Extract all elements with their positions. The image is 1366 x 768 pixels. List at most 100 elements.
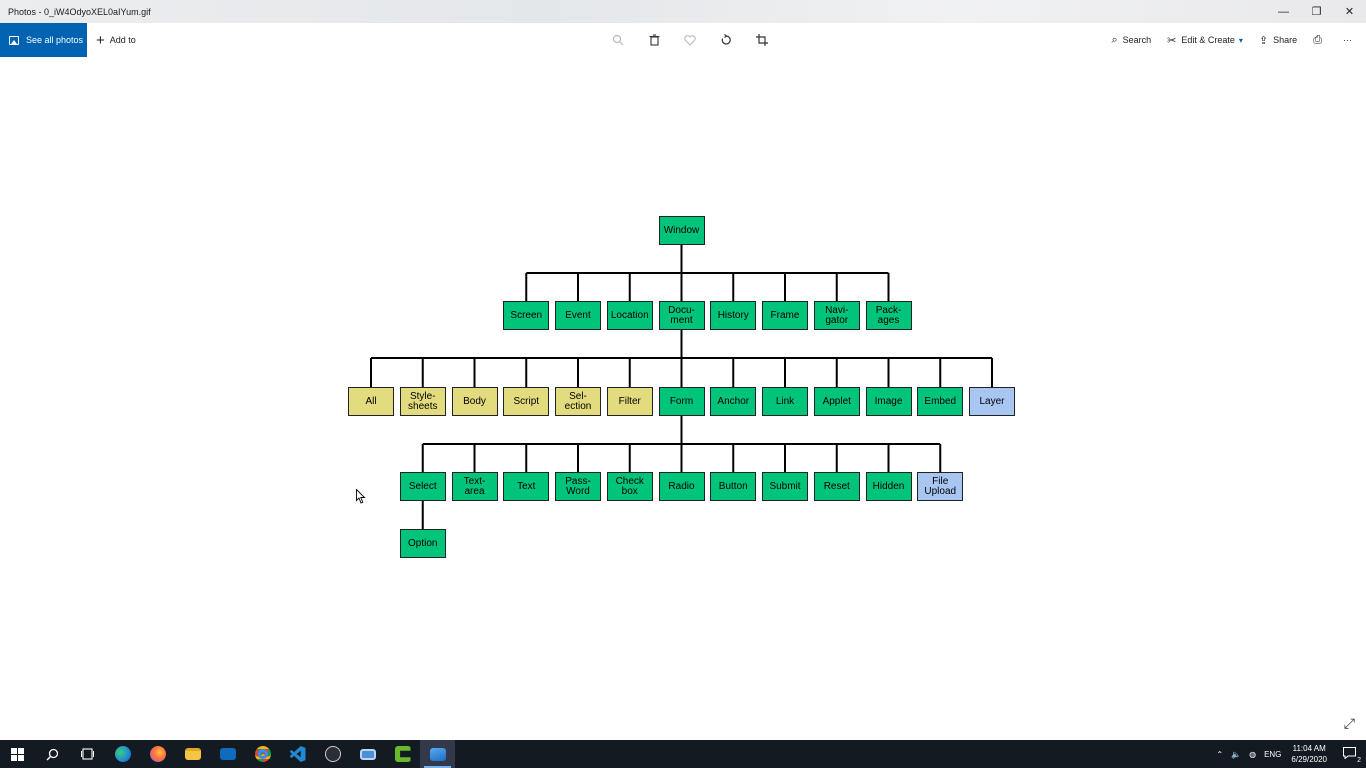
windows-logo-icon xyxy=(11,747,24,761)
image-tools xyxy=(600,23,780,57)
close-button[interactable]: ✕ xyxy=(1344,6,1355,18)
window-title: Photos - 0_iW4OdyoXEL0aIYum.gif xyxy=(8,6,151,17)
volume-icon[interactable]: 🔈 xyxy=(1231,749,1242,759)
node-selection: Sel- ection xyxy=(555,387,601,416)
vscode-button[interactable] xyxy=(280,740,315,768)
node-text: Text xyxy=(503,472,550,501)
search-button[interactable]: ⌕ Search xyxy=(1103,23,1159,57)
delete-icon[interactable] xyxy=(636,23,672,57)
node-form: Form xyxy=(658,387,705,416)
node-all: All xyxy=(348,387,394,416)
node-image: Image xyxy=(865,387,912,416)
start-button[interactable] xyxy=(0,740,35,768)
more-button[interactable]: ··· xyxy=(1335,23,1366,57)
zoom-icon[interactable] xyxy=(600,23,636,57)
share-icon: ⇪ xyxy=(1258,34,1269,47)
camtasia-button[interactable] xyxy=(385,740,420,768)
node-script: Script xyxy=(503,387,550,416)
node-embed: Embed xyxy=(917,387,964,416)
more-icon: ··· xyxy=(1343,35,1352,45)
node-radio: Radio xyxy=(658,472,705,501)
mail-button[interactable] xyxy=(210,740,245,768)
node-navigator: Navi- gator xyxy=(813,301,860,330)
crop-icon[interactable] xyxy=(744,23,780,57)
system-tray: ⌃ 🔈 ◍ ENG 11:04 AM 6/29/2020 2 xyxy=(1212,740,1366,768)
app-button[interactable] xyxy=(350,740,385,768)
chrome-icon xyxy=(254,746,271,762)
edge-button[interactable] xyxy=(105,740,140,768)
search-label: Search xyxy=(1122,35,1152,45)
search-icon: ⌕ xyxy=(1111,33,1118,46)
mail-icon xyxy=(219,748,236,760)
node-checkbox: Check box xyxy=(606,472,653,501)
node-body: Body xyxy=(451,387,498,416)
share-label: Share xyxy=(1273,35,1298,45)
node-textarea: Text- area xyxy=(451,472,498,501)
obs-button[interactable] xyxy=(315,740,350,768)
share-button[interactable]: ⇪ Share xyxy=(1251,23,1305,57)
photo-icon xyxy=(9,35,19,45)
connector-lines xyxy=(370,245,993,529)
node-link: Link xyxy=(762,387,808,416)
node-anchor: Anchor xyxy=(710,387,757,416)
heart-icon[interactable] xyxy=(672,23,708,57)
taskbar: ⌃ 🔈 ◍ ENG 11:04 AM 6/29/2020 2 xyxy=(0,740,1366,768)
node-frame: Frame xyxy=(762,301,808,330)
edge-icon xyxy=(114,746,131,762)
full-screen-icon[interactable]: ⤢ xyxy=(1343,715,1355,731)
obs-icon xyxy=(324,746,341,762)
right-tools: ⌕ Search ✂ Edit & Create ▾ ⇪ Share ⎙ ··· xyxy=(1103,23,1366,57)
taskbar-search-button[interactable] xyxy=(35,740,70,768)
window-controls: — ❐ ✕ xyxy=(1267,0,1366,23)
node-stylesheets: Style- sheets xyxy=(399,387,446,416)
restore-button[interactable]: ❐ xyxy=(1311,6,1322,18)
clock-date: 6/29/2020 xyxy=(1291,755,1327,764)
node-select: Select xyxy=(399,472,446,501)
node-packages: Pack- ages xyxy=(865,301,912,330)
chevron-up-icon[interactable]: ⌃ xyxy=(1216,749,1224,759)
see-all-photos-label: See all photos xyxy=(26,35,84,45)
photos-icon xyxy=(429,747,446,761)
add-to-button[interactable]: + Add to xyxy=(96,23,136,57)
vscode-icon xyxy=(289,746,306,762)
notification-count: 2 xyxy=(1357,757,1361,764)
node-document: Docu- ment xyxy=(658,301,705,330)
node-hidden: Hidden xyxy=(865,472,912,501)
chrome-button[interactable] xyxy=(245,740,280,768)
photos-button[interactable] xyxy=(420,740,455,768)
rotate-icon[interactable] xyxy=(708,23,744,57)
camtasia-icon xyxy=(394,746,411,762)
notification-center[interactable]: 2 xyxy=(1343,747,1361,764)
add-to-label: Add to xyxy=(109,35,136,45)
firefox-button[interactable] xyxy=(140,740,175,768)
chevron-down-icon: ▾ xyxy=(1238,35,1243,45)
edit-create-button[interactable]: ✂ Edit & Create ▾ xyxy=(1159,23,1251,57)
node-password: Pass- Word xyxy=(555,472,601,501)
see-all-photos-button[interactable]: See all photos xyxy=(0,23,87,57)
search-icon xyxy=(46,748,59,760)
photos-toolbar: See all photos + Add to ⌕ Search ✂ Edit … xyxy=(0,23,1366,57)
task-view-button[interactable] xyxy=(70,740,105,768)
clock[interactable]: 11:04 AM 6/29/2020 xyxy=(1291,743,1327,765)
plus-icon: + xyxy=(96,31,105,49)
node-window: Window xyxy=(658,216,705,245)
print-button[interactable]: ⎙ xyxy=(1305,23,1335,57)
clock-time: 11:04 AM xyxy=(1292,744,1326,753)
notification-icon xyxy=(1343,747,1356,760)
node-fileupload: File Upload xyxy=(917,472,964,501)
file-explorer-button[interactable] xyxy=(175,740,210,768)
minimize-button[interactable]: — xyxy=(1278,5,1289,18)
app-icon xyxy=(359,748,376,760)
network-icon[interactable]: ◍ xyxy=(1249,749,1257,759)
node-applet: Applet xyxy=(813,387,860,416)
print-icon: ⎙ xyxy=(1313,33,1322,46)
node-screen: Screen xyxy=(503,301,550,330)
node-option: Option xyxy=(399,529,446,558)
node-reset: Reset xyxy=(813,472,860,501)
node-filter: Filter xyxy=(606,387,653,416)
node-submit: Submit xyxy=(762,472,808,501)
title-bar: Photos - 0_iW4OdyoXEL0aIYum.gif — ❐ ✕ xyxy=(0,0,1366,23)
language-indicator[interactable]: ENG xyxy=(1264,749,1282,759)
folder-icon xyxy=(184,748,201,760)
